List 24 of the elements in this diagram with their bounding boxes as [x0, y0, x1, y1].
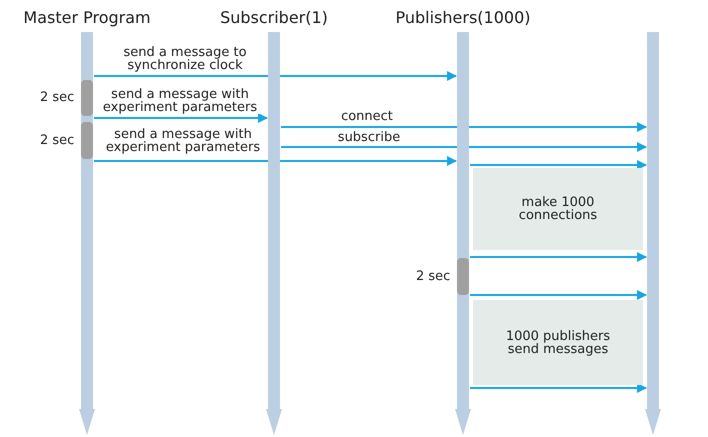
region-label: 1000 publishers send messages: [504, 330, 612, 356]
lifeline-label: Subscriber(1): [220, 8, 328, 27]
region-label: make 1000 connections: [518, 196, 598, 222]
lifeline-label: Master Program: [23, 8, 151, 27]
arrow: [470, 290, 647, 300]
arrow: [470, 383, 647, 393]
arrow: [281, 122, 647, 132]
duration-label: 2 sec: [40, 90, 74, 105]
duration-label: 2 sec: [416, 268, 450, 284]
shaded-region: [473, 300, 643, 385]
shaded-region: [473, 168, 643, 250]
activation-bar: [457, 258, 469, 295]
arrow: [470, 160, 647, 170]
lifeline-label: Publishers(1000): [396, 8, 530, 27]
arrow: [94, 113, 268, 123]
arrow: [94, 71, 457, 81]
edge-label: connect: [341, 110, 393, 123]
edge-label: subscribe: [338, 131, 400, 144]
arrow: [94, 156, 457, 166]
activation-bar: [81, 122, 93, 159]
arrow: [281, 142, 647, 152]
arrow: [470, 252, 647, 262]
duration-label: 2 sec: [40, 132, 74, 148]
activation-bar: [81, 80, 93, 116]
